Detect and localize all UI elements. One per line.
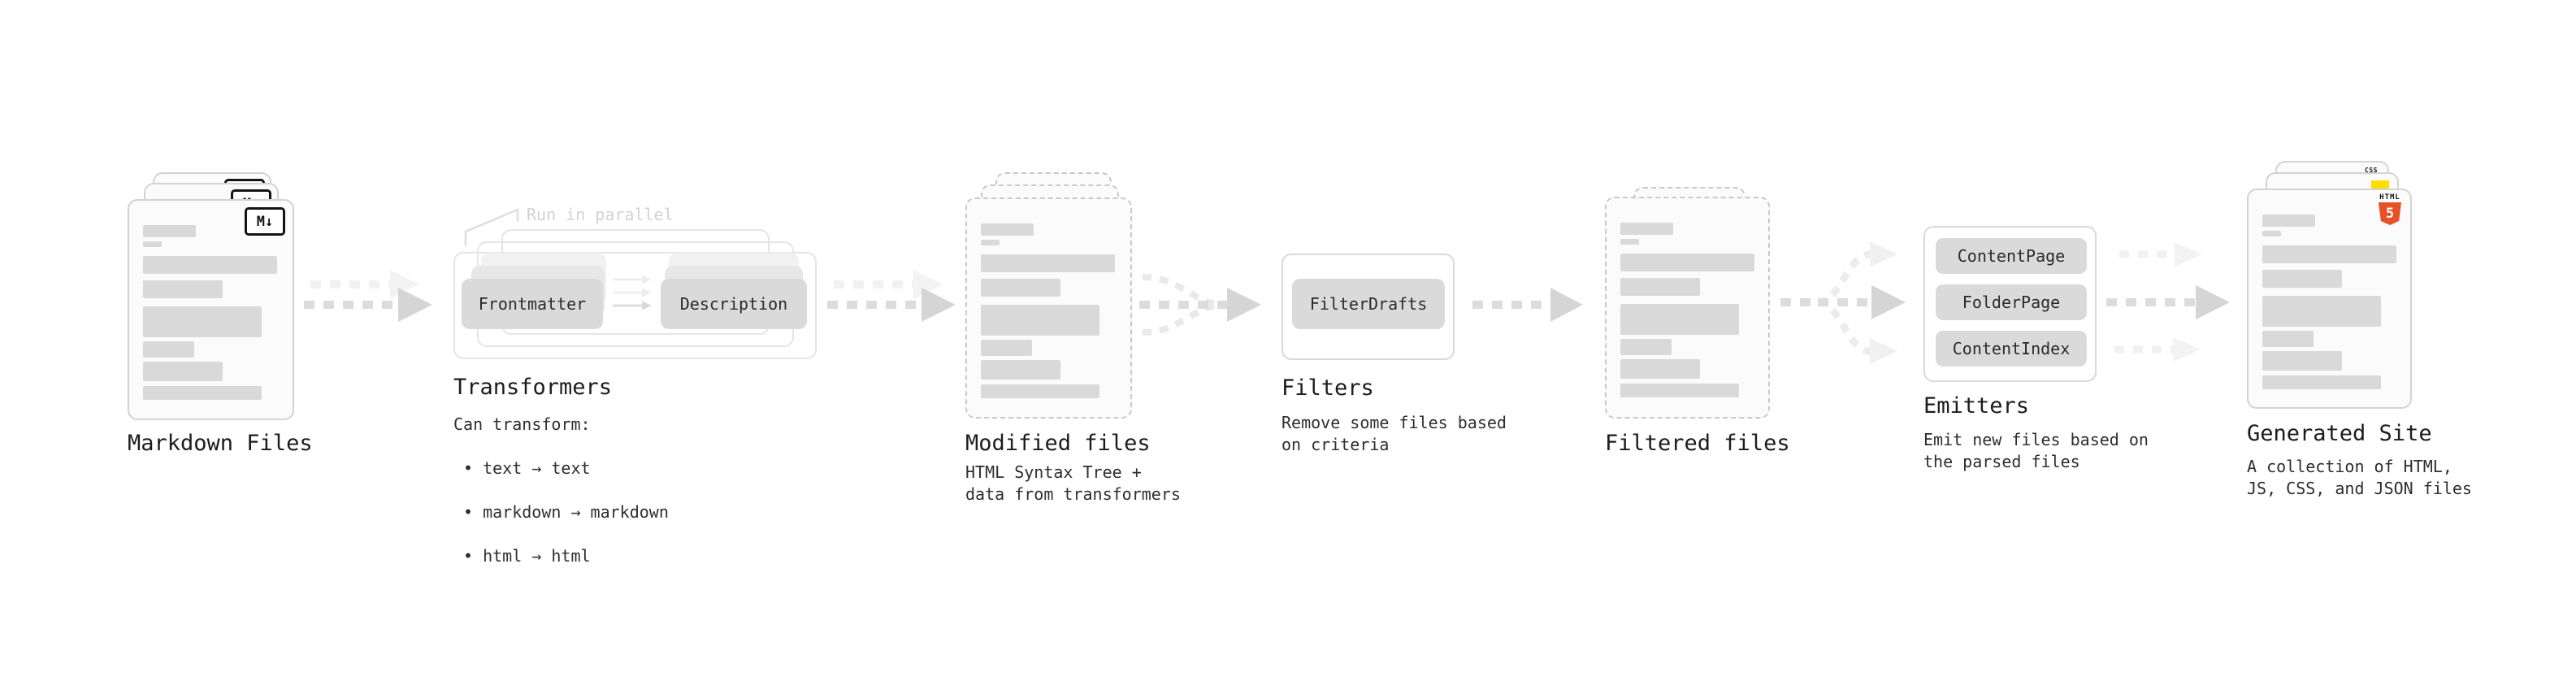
run-in-parallel-callout: Run in parallel: [527, 205, 674, 224]
parallel-arrows-icon: [613, 275, 652, 310]
placeholder-bar: [981, 254, 1115, 272]
placeholder-bar: [1620, 339, 1672, 355]
bullet-markdown-to-markdown: • markdown → markdown: [463, 502, 669, 522]
filtered-file-card-front: [1605, 197, 1770, 419]
filter-drafts-box: FilterDrafts: [1292, 279, 1445, 329]
placeholder-bar: [981, 305, 1099, 336]
placeholder-bar: [143, 362, 223, 381]
placeholder-bar: [2262, 231, 2281, 236]
bullet-html-to-html: • html → html: [463, 546, 591, 566]
html5-icon: HTML 5: [2378, 193, 2402, 225]
emitters-note: Emit new files based on the parsed files: [1923, 430, 2149, 471]
placeholder-bar: [2262, 351, 2342, 371]
emitters-heading: Emitters: [1923, 393, 2030, 419]
transformers-bullets: • text → text • markdown → markdown • ht…: [463, 436, 669, 589]
emitter-box-contentpage: ContentPage: [1936, 238, 2087, 274]
placeholder-bar: [143, 241, 162, 247]
flow-arrow-filters-to-filtered: [1472, 288, 1583, 322]
placeholder-bar: [143, 256, 277, 274]
markdown-file-card-front: M↓: [128, 199, 294, 420]
placeholder-bar: [143, 280, 223, 298]
placeholder-bar: [143, 306, 262, 337]
generated-site-note: A collection of HTML, JS, CSS, and JSON …: [2247, 457, 2472, 498]
callout-leader-line: [464, 208, 519, 246]
filtered-files-label: Filtered files: [1605, 431, 1790, 456]
markdown-files-label: Markdown Files: [128, 431, 313, 456]
flow-arrow-split-to-emitters: [1780, 241, 1906, 364]
placeholder-bar: [2262, 375, 2381, 389]
emitter-box-folderpage: FolderPage: [1936, 284, 2087, 320]
bullet-text-to-text: • text → text: [463, 458, 591, 478]
placeholder-bar: [1620, 278, 1700, 296]
placeholder-bar: [2262, 215, 2315, 227]
placeholder-bar: [981, 279, 1060, 297]
placeholder-bar: [1620, 239, 1639, 245]
transformers-heading: Transformers: [453, 375, 613, 400]
placeholder-bar: [2262, 270, 2342, 288]
placeholder-bar: [981, 360, 1060, 380]
transformer-input-box: Frontmatter: [462, 279, 603, 329]
placeholder-bar: [143, 386, 262, 400]
placeholder-bar: [1620, 359, 1700, 379]
placeholder-bar: [1620, 384, 1739, 397]
site-file-card-html: HTML 5: [2247, 189, 2412, 409]
flow-arrow-transformers-to-modified: [827, 270, 956, 322]
modified-file-card-front: [965, 197, 1132, 419]
modified-files-label: Modified files: [965, 431, 1151, 456]
placeholder-bar: [143, 225, 196, 237]
generated-site-label: Generated Site: [2247, 421, 2432, 446]
emitter-box-contentindex: ContentIndex: [1936, 331, 2087, 367]
flow-arrow-markdown-to-transformers: [304, 270, 432, 322]
placeholder-bar: [1620, 254, 1754, 271]
placeholder-bar: [981, 240, 1000, 245]
filters-heading: Filters: [1281, 375, 1374, 401]
transformers-note-title: Can transform:: [453, 414, 591, 434]
markdown-icon: M↓: [245, 207, 285, 236]
placeholder-bar: [981, 223, 1034, 236]
placeholder-bar: [2262, 296, 2381, 327]
placeholder-bar: [1620, 304, 1739, 335]
placeholder-bar: [1620, 223, 1673, 235]
flow-arrow-merge-to-filters: [1139, 274, 1261, 336]
placeholder-bar: [2262, 245, 2396, 263]
placeholder-bar: [2262, 331, 2314, 347]
transformer-container-front: [453, 252, 817, 359]
placeholder-bar: [981, 384, 1099, 398]
modified-files-note: HTML Syntax Tree + data from transformer…: [965, 462, 1181, 504]
filters-note: Remove some files based on criteria: [1281, 413, 1507, 454]
flow-arrows-emitters-to-site: [2106, 242, 2230, 362]
placeholder-bar: [981, 340, 1032, 356]
placeholder-bar: [143, 341, 194, 358]
transformer-output-box: Description: [661, 279, 807, 329]
